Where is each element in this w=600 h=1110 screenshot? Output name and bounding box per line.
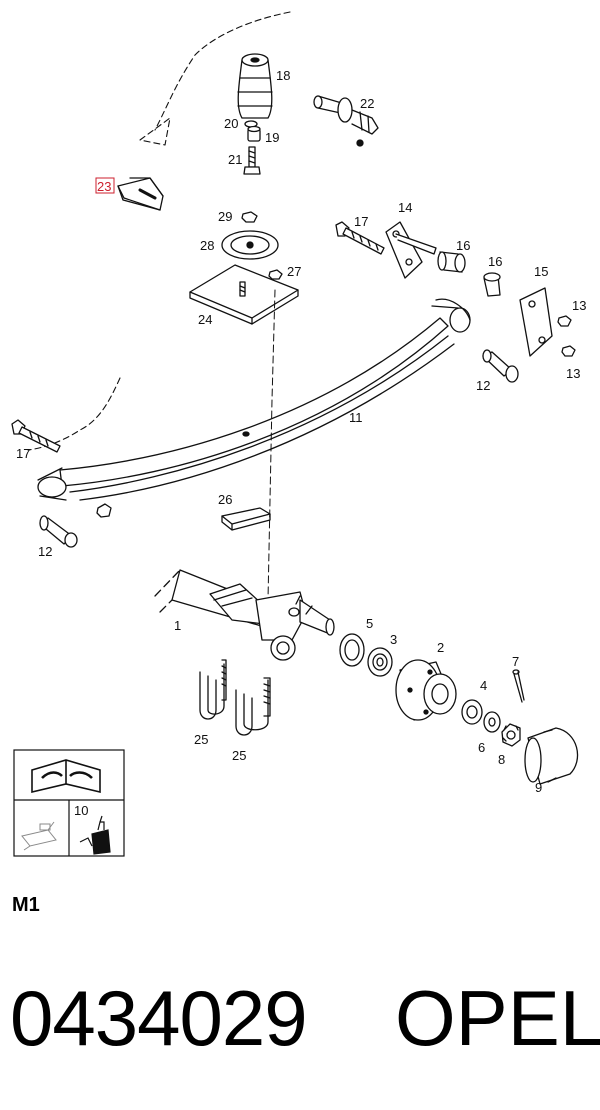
plate-28: [221, 230, 279, 260]
section-code: M1: [12, 894, 40, 916]
callout-18: 18: [276, 68, 290, 83]
callout-17-front: 17: [16, 446, 30, 461]
callout-20: 20: [224, 116, 238, 131]
shackle-plate-15: [519, 287, 553, 357]
pin-12-rear: [482, 349, 519, 383]
callout-8: 8: [498, 752, 505, 767]
mount-bushing-22: [313, 95, 379, 147]
callout-28: 28: [200, 238, 214, 253]
part-number: 0434029: [10, 974, 308, 1062]
nut-front: [96, 503, 112, 518]
callout-5: 5: [366, 616, 373, 631]
bearing-3: [367, 647, 393, 677]
bracket-24: [189, 264, 299, 325]
callout-6: 6: [478, 740, 485, 755]
bolt-17-front: [11, 419, 61, 453]
callouts: 18 22 20 19 21 23 29 17 14 16 16 28 27 1…: [16, 68, 586, 818]
castle-nut-8: [501, 723, 521, 747]
leaf-spring-11: [37, 298, 471, 501]
nut-13-a: [557, 315, 572, 327]
callout-9: 9: [535, 780, 542, 795]
callout-10: 10: [74, 803, 88, 818]
callout-12-rear: 12: [476, 378, 490, 393]
nut-27: [268, 269, 283, 280]
callout-7: 7: [512, 654, 519, 669]
callout-24: 24: [198, 312, 212, 327]
sleeve-19: [247, 125, 261, 142]
nut-29: [241, 211, 258, 223]
callout-23: 23: [97, 179, 111, 194]
callout-12-front: 12: [38, 544, 52, 559]
brand-name: OPEL: [395, 974, 600, 1062]
rubber-block-23: [117, 177, 164, 211]
dust-cap-9: [524, 727, 579, 785]
callout-16-a: 16: [456, 238, 470, 253]
callout-13-a: 13: [572, 298, 586, 313]
callout-3: 3: [390, 632, 397, 647]
bushing-16-a: [437, 251, 466, 273]
pad-26: [221, 507, 271, 531]
callout-2: 2: [437, 640, 444, 655]
u-bolt-25-a: [199, 659, 227, 720]
callout-17-rear: 17: [354, 214, 368, 229]
bearing-4: [461, 699, 483, 725]
legend-box: [13, 749, 125, 857]
washer-6: [483, 711, 501, 733]
callout-19: 19: [265, 130, 279, 145]
callout-11: 11: [349, 410, 363, 425]
callout-21: 21: [228, 152, 242, 167]
callout-15: 15: [534, 264, 548, 279]
wheel-hub-2: [395, 659, 457, 721]
grease-gun-icon: [21, 821, 57, 851]
callout-1: 1: [174, 618, 181, 633]
axle-beam-1: [154, 569, 335, 661]
nut-13-b: [561, 345, 576, 357]
open-book-wrench-icon: [31, 759, 101, 794]
u-bolt-25-b: [235, 677, 271, 736]
callout-27: 27: [287, 264, 301, 279]
seal-5: [339, 633, 365, 667]
pin-12-front: [39, 515, 78, 548]
assembly-center-line: [267, 289, 276, 601]
callout-14: 14: [398, 200, 412, 215]
oil-bottle-icon: [79, 815, 111, 855]
callout-22: 22: [360, 96, 374, 111]
callout-25-b: 25: [232, 748, 246, 763]
bolt-17-rear: [335, 221, 385, 255]
bump-stop-rubber: [237, 53, 273, 119]
cotter-pin-7: [512, 669, 525, 703]
callout-26: 26: [218, 492, 232, 507]
bushing-16-b: [483, 272, 501, 297]
shackle-plate-14: [385, 221, 437, 279]
callout-4: 4: [480, 678, 487, 693]
callout-13-b: 13: [566, 366, 580, 381]
callout-29: 29: [218, 209, 232, 224]
callout-23-highlight: 23: [95, 177, 115, 194]
exploded-parts-diagram: 18 22 20 19 21 23 29 17 14 16 16 28 27 1…: [11, 11, 586, 857]
footer: 0434029 OPEL: [0, 968, 600, 1068]
bolt-21: [243, 146, 261, 175]
callout-25-a: 25: [194, 732, 208, 747]
callout-16-b: 16: [488, 254, 502, 269]
